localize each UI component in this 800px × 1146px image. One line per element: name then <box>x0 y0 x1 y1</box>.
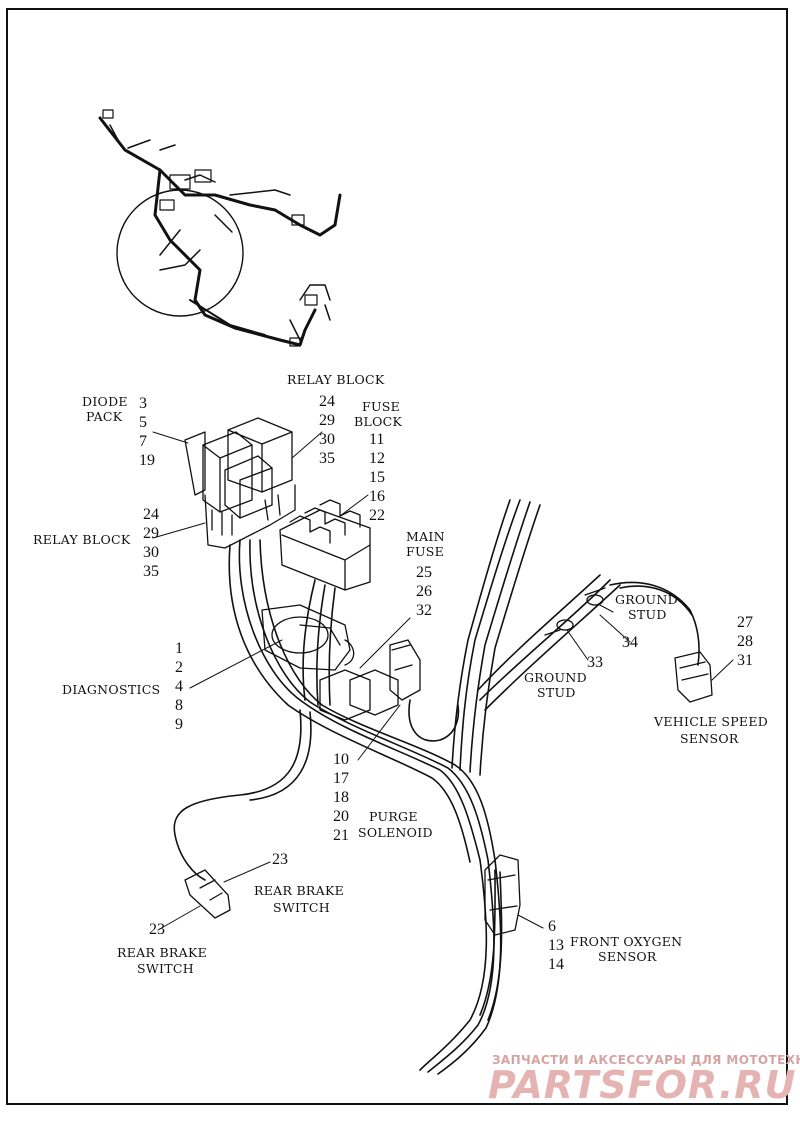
main-fuse-connectors <box>319 639 421 721</box>
diagnostics-connector <box>261 604 355 671</box>
ground-stud-upper-label-line1: GROUND <box>615 592 678 607</box>
callout-number: 35 <box>319 450 335 467</box>
callout-number: 25 <box>416 564 432 581</box>
callout-number: 30 <box>319 431 335 448</box>
front-oxygen-sensor-label-line1: FRONT OXYGEN <box>570 934 683 949</box>
callout-number: 29 <box>319 412 335 429</box>
callout-number: 22 <box>369 507 385 524</box>
ground-stud-lower-label-line2: STUD <box>537 685 576 700</box>
callout-number: 2 <box>175 659 183 676</box>
watermark-tagline: ЗАПЧАСТИ И АКСЕССУАРЫ ДЛЯ МОТОТЕХНИКИ <box>492 1053 800 1067</box>
vss-label-line2: SENSOR <box>680 731 739 746</box>
callout-number: 16 <box>369 488 385 505</box>
rear-brake-switch-right-label-line1: REAR BRAKE <box>254 883 345 898</box>
rear-brake-switch-left-label-line2: SWITCH <box>137 961 194 976</box>
callouts-rear-brake-switch-right: 23 <box>272 850 288 869</box>
callout-number: 17 <box>333 770 349 787</box>
callout-number: 32 <box>416 602 432 619</box>
callout-number: 28 <box>737 633 753 650</box>
relay-block-left-label: RELAY BLOCK <box>33 532 131 547</box>
callouts-front-oxygen-sensor: 6 13 14 <box>548 917 564 974</box>
callout-number: 21 <box>333 827 349 844</box>
callouts-vss: 27 28 31 <box>737 613 753 670</box>
vss-label-line1: VEHICLE SPEED <box>654 714 769 729</box>
callout-number: 35 <box>143 563 159 580</box>
relay-block-assembly <box>184 417 296 549</box>
callout-number: 29 <box>143 525 159 542</box>
diagram-frame <box>6 8 788 1105</box>
fuse-block-label-line2: BLOCK <box>354 414 403 429</box>
ground-stud-lower-label-line1: GROUND <box>524 670 587 685</box>
diode-pack-label-line1: DIODE <box>82 394 128 409</box>
callouts-purge: 10 17 18 20 21 <box>333 750 349 845</box>
callout-number: 18 <box>333 789 349 806</box>
callout-number: 31 <box>737 652 753 669</box>
watermark-logo: PARTSFOR.RU <box>488 1063 797 1107</box>
callout-number: 26 <box>416 583 432 600</box>
callouts-rear-brake-switch-left: 23 <box>149 920 165 939</box>
callout-number: 4 <box>175 678 183 695</box>
callouts-diagnostics: 1 2 4 8 9 <box>175 639 183 734</box>
diagnostics-label: DIAGNOSTICS <box>62 682 161 697</box>
harness-wires <box>173 499 700 1075</box>
callout-number: 15 <box>369 469 385 486</box>
callout-number: 20 <box>333 808 349 825</box>
callout-number: 23 <box>149 921 165 938</box>
callout-number: 6 <box>548 918 556 935</box>
leader-lines <box>152 431 734 931</box>
main-fuse-label-line1: MAIN <box>406 529 445 544</box>
callout-number: 23 <box>272 851 288 868</box>
front-oxygen-sensor-connector <box>484 854 521 936</box>
callout-number: 24 <box>143 506 159 523</box>
callout-number: 10 <box>333 751 349 768</box>
callout-number: 9 <box>175 716 183 733</box>
callouts-diode-pack: 3 5 7 19 <box>139 394 155 470</box>
callout-number: 14 <box>548 956 564 973</box>
fuse-block-label-line1: FUSE <box>362 399 401 414</box>
callout-number: 5 <box>139 414 147 431</box>
callout-number: 27 <box>737 614 753 631</box>
ground-studs <box>544 587 606 636</box>
vehicle-speed-sensor <box>674 651 713 703</box>
callout-number: 24 <box>319 393 335 410</box>
detail-circle <box>116 189 244 317</box>
relay-block-top-label: RELAY BLOCK <box>287 372 385 387</box>
fuse-block <box>279 499 371 591</box>
rear-brake-switch <box>184 869 231 919</box>
diode-pack-label-line2: PACK <box>86 409 123 424</box>
callout-number: 3 <box>139 395 147 412</box>
callout-number: 7 <box>139 433 147 450</box>
callout-number: 11 <box>369 431 385 448</box>
callouts-relay-block-left: 24 29 30 35 <box>143 505 159 581</box>
purge-solenoid-label-line2: SOLENOID <box>358 825 433 840</box>
callouts-ground-stud-upper: 34 <box>622 633 638 652</box>
callout-number: 19 <box>139 452 155 469</box>
rear-brake-switch-right-label-line2: SWITCH <box>273 900 330 915</box>
callout-number: 30 <box>143 544 159 561</box>
ground-stud-upper-label-line2: STUD <box>628 607 667 622</box>
callout-number: 34 <box>622 634 638 651</box>
callouts-relay-block-top: 24 29 30 35 <box>319 392 335 468</box>
callout-number: 8 <box>175 697 183 714</box>
overview-harness <box>98 109 342 347</box>
front-oxygen-sensor-label-line2: SENSOR <box>598 949 657 964</box>
callout-number: 1 <box>175 640 183 657</box>
callout-number: 12 <box>369 450 385 467</box>
main-fuse-label-line2: FUSE <box>406 544 445 559</box>
callouts-ground-stud-lower: 33 <box>587 653 603 672</box>
callouts-main-fuse: 25 26 32 <box>416 563 432 620</box>
callout-number: 33 <box>587 654 603 671</box>
rear-brake-switch-left-label-line1: REAR BRAKE <box>117 945 208 960</box>
callouts-fuse-block: 11 12 15 16 22 <box>369 430 385 525</box>
purge-solenoid-label-line1: PURGE <box>369 809 418 824</box>
callout-number: 13 <box>548 937 564 954</box>
